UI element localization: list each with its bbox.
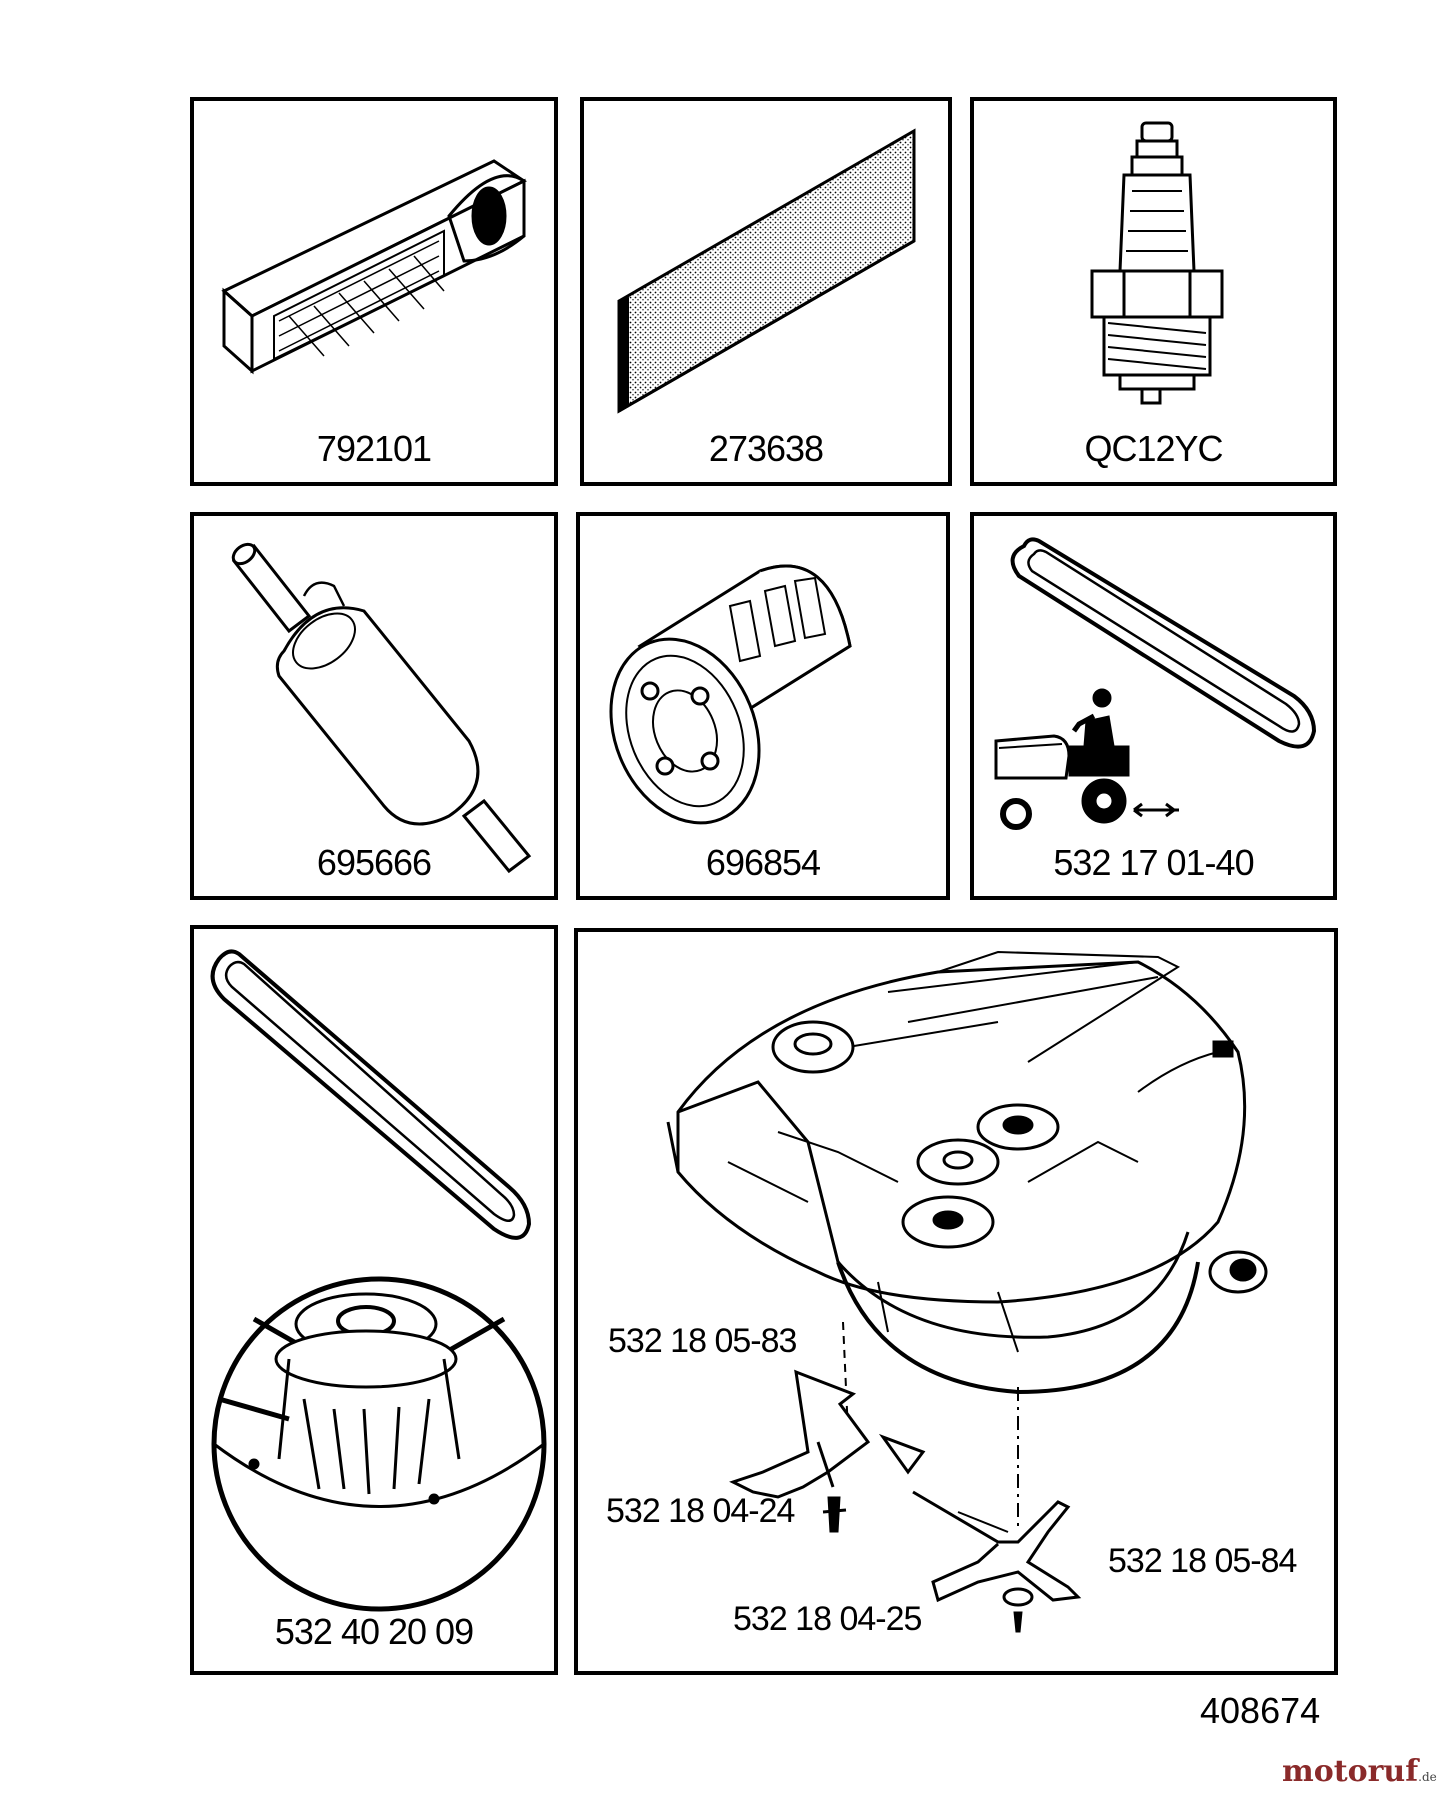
part-code: 532 17 01-40 — [1053, 842, 1254, 883]
watermark-suffix: .de — [1418, 1770, 1437, 1784]
part-code: QC12YC — [1084, 428, 1223, 469]
part-panel-oil-filter[interactable]: 696854 — [576, 512, 950, 900]
part-panel-fuel-filter[interactable]: 695666 — [190, 512, 558, 900]
air-filter-icon — [194, 101, 562, 490]
reference-number: 408674 — [1200, 1690, 1321, 1731]
pre-filter-icon — [584, 101, 956, 490]
part-code: 273638 — [708, 428, 824, 469]
oil-filter-icon — [580, 516, 954, 904]
mower-blade-icon — [733, 1372, 1078, 1600]
part-panel-spark-plug[interactable]: QC12YC — [970, 97, 1337, 486]
part-code: 792101 — [316, 428, 432, 469]
part-panel-air-filter[interactable]: 792101 — [190, 97, 558, 486]
belt-pulley-icon — [194, 929, 562, 1679]
watermark-logo: motoruf.de — [1282, 1754, 1437, 1789]
deck-part-label: 532 18 04-24 — [606, 1492, 795, 1530]
deck-part-label: 532 18 05-83 — [608, 1322, 797, 1360]
part-code: 695666 — [316, 842, 432, 883]
tractor-icon — [996, 689, 1179, 827]
part-code: 696854 — [705, 842, 821, 883]
drive-belt-icon — [974, 516, 1341, 904]
part-panel-belt-and-pulley[interactable]: 532 40 20 09 — [190, 925, 558, 1675]
part-code: 532 40 20 09 — [274, 1611, 474, 1652]
watermark-text: motoruf — [1282, 1754, 1419, 1789]
deck-part-label: 532 18 05-84 — [1108, 1542, 1297, 1580]
mower-deck-icon — [578, 932, 1342, 1679]
part-panel-pre-filter[interactable]: 273638 — [580, 97, 952, 486]
deck-part-label: 532 18 04-25 — [733, 1600, 922, 1638]
part-panel-mower-deck[interactable]: 532 18 05-83 532 18 04-24 532 18 04-25 5… — [574, 928, 1338, 1675]
spark-plug-icon — [974, 101, 1341, 490]
fuel-filter-icon — [194, 516, 562, 904]
part-panel-drive-belt[interactable]: 532 17 01-40 — [970, 512, 1337, 900]
